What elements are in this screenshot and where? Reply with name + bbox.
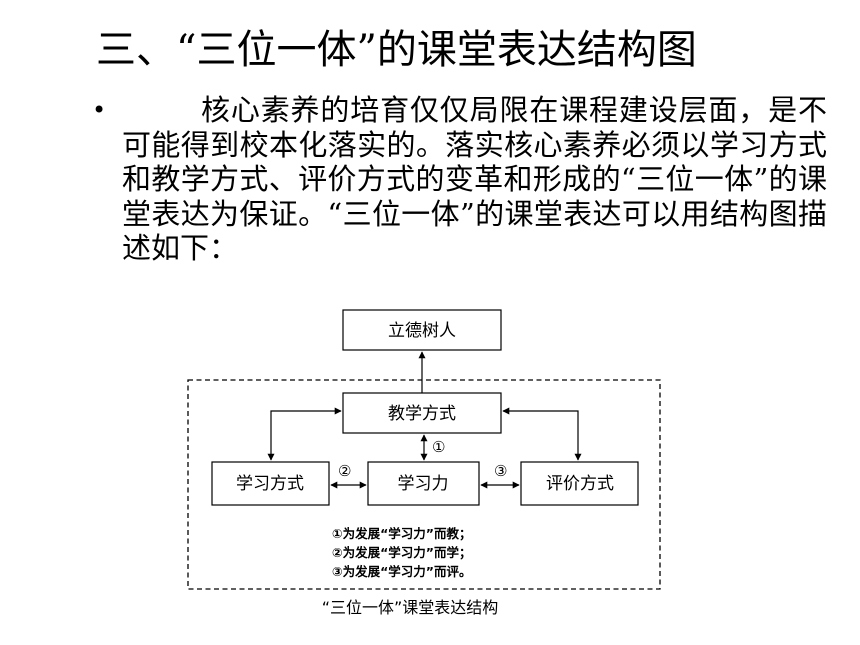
node-learning-power-box xyxy=(367,461,480,506)
node-evaluation-label: 评价方式 xyxy=(546,474,614,494)
marker-1: ① xyxy=(432,438,445,456)
arrow-teaching-evaluation xyxy=(502,407,582,461)
node-teaching-label: 教学方式 xyxy=(388,404,456,424)
legend-note-1: ①为发展“学习力”而教； xyxy=(332,526,472,541)
node-learning-method-label: 学习方式 xyxy=(236,474,304,494)
diagram-caption: “三位一体”课堂表达结构 xyxy=(322,598,499,617)
bullet-dot-icon: • xyxy=(92,96,107,124)
marker-3: ③ xyxy=(494,462,507,480)
node-evaluation-box xyxy=(520,461,639,506)
slide-title: 三、“三位一体”的课堂表达结构图 xyxy=(96,27,697,73)
legend-note-2: ②为发展“学习力”而学； xyxy=(332,545,472,560)
node-learning-power-label: 学习力 xyxy=(398,474,449,494)
marker-2: ② xyxy=(338,462,351,480)
node-lide-shuren-label: 立德树人 xyxy=(388,321,456,341)
legend-note-3: ③为发展“学习力”而评。 xyxy=(332,564,472,579)
node-learning-method-box xyxy=(211,461,330,506)
node-teaching-box xyxy=(342,392,502,434)
node-lide-shuren-box xyxy=(342,309,502,351)
arrow-teaching-learning-method xyxy=(267,407,342,461)
bullet-paragraph: 核心素养的培育仅仅局限在课程建设层面，是不可能得到校本化落实的。落实核心素养必须… xyxy=(122,93,827,265)
